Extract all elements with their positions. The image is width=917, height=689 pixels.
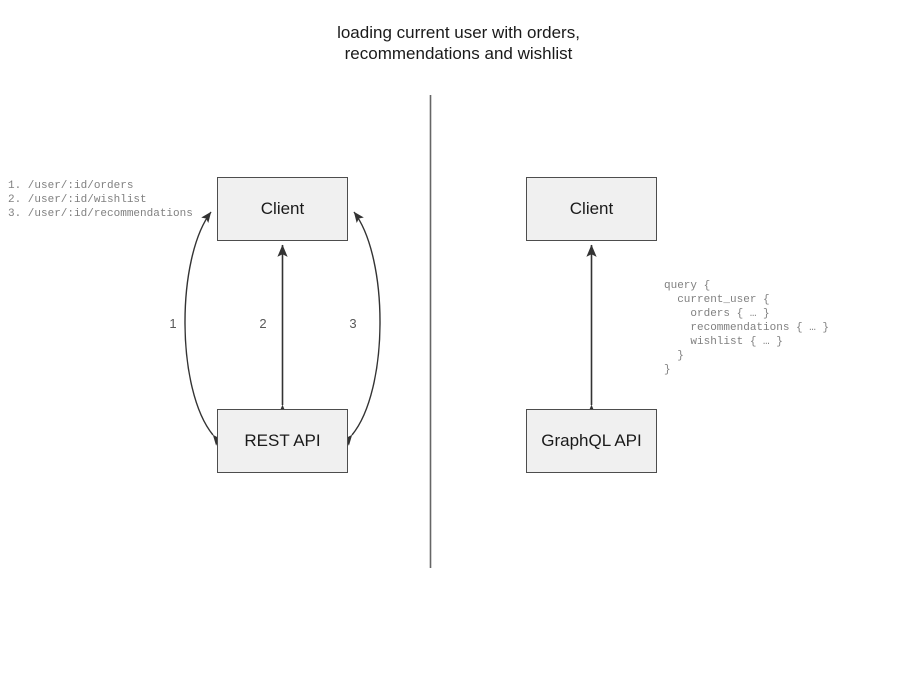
edge-label-3: 3 [349,316,357,331]
rest-endpoint-list: 1. /user/:id/orders 2. /user/:id/wishlis… [8,180,193,220]
edge-label-1: 1 [169,316,177,331]
edge-label-2: 2 [259,316,267,331]
node-client-graphql-label: Client [569,199,614,218]
node-client-rest[interactable]: Client [217,177,348,241]
edge-3-curve [341,211,381,446]
node-graphql-api[interactable]: GraphQL API [526,409,657,473]
node-client-graphql[interactable]: Client [526,177,657,241]
page-title: loading current user with orders, recomm… [337,23,580,63]
node-client-rest-label: Client [260,199,305,218]
node-rest-api[interactable]: REST API [217,409,348,473]
graphql-query-block: query { current_user { orders { … } reco… [664,280,830,376]
node-rest-api-label: REST API [244,431,321,450]
node-graphql-api-label: GraphQL API [541,431,642,450]
edge-1-curve [184,211,224,446]
